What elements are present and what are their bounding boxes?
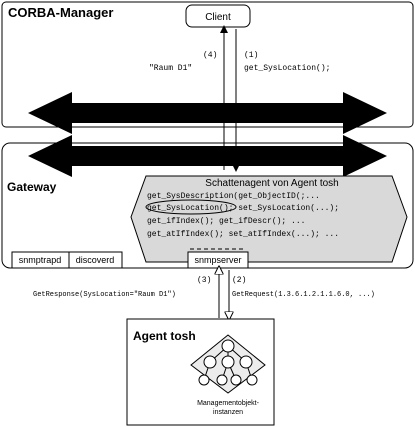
discoverd-box [68,251,123,269]
step1-label: (1) [244,51,258,60]
mib-node [216,374,228,386]
mib-node [239,355,253,369]
step3-text: GetResponse(SysLocation="Raum D1") [33,291,176,299]
shadow-agent-title: Schattenagent von Agent tosh [205,178,338,189]
step3-label: (3) [197,276,211,285]
orb-arrow-upper [28,92,387,134]
mib-node [203,355,217,369]
corba-manager-label: CORBA-Manager [8,5,113,20]
shadow-agent-hexagon [130,175,408,263]
step2-text: GetRequest(1.3.6.1.2.1.1.6.0, ...) [232,291,375,299]
mib-node [246,374,258,386]
mib-tree [190,334,266,394]
mib-caption-line1: Managementobjekt- [197,400,260,407]
step2-label: (2) [232,276,246,285]
mib-node [198,374,210,386]
stub-line-2: get_SysLocation(); set_SysLocation(...); [147,204,339,213]
mib-node [221,355,235,369]
stub-line-3: get_ifIndex(); get_ifDescr(); ... [147,217,305,226]
corba-manager-box [1,1,414,128]
step1-text: get_SysLocation(); [244,64,330,73]
mib-caption-line2: instanzen [213,409,243,416]
discoverd-label: discoverd [76,255,115,265]
step4-text: "Raum D1" [149,64,192,73]
stub-line-1: get_SysDescription(get_ObjectID(;... [147,192,320,201]
gateway-label: Gateway [7,180,57,194]
client-label: Client [205,12,231,23]
highlight-get-syslocation [145,199,237,215]
snmptrapd-label: snmptrapd [19,255,62,265]
mib-node [230,374,242,386]
client-box [185,4,251,28]
snmpserver-label: snmpserver [194,255,241,265]
orb-arrow-lower [28,135,387,177]
agent-tosh-label: Agent tosh [133,329,196,343]
mib-node [221,339,235,353]
stub-line-4: get_atIfIndex(); set_atIfIndex(...); ... [147,230,339,239]
step4-label: (4) [203,51,217,60]
